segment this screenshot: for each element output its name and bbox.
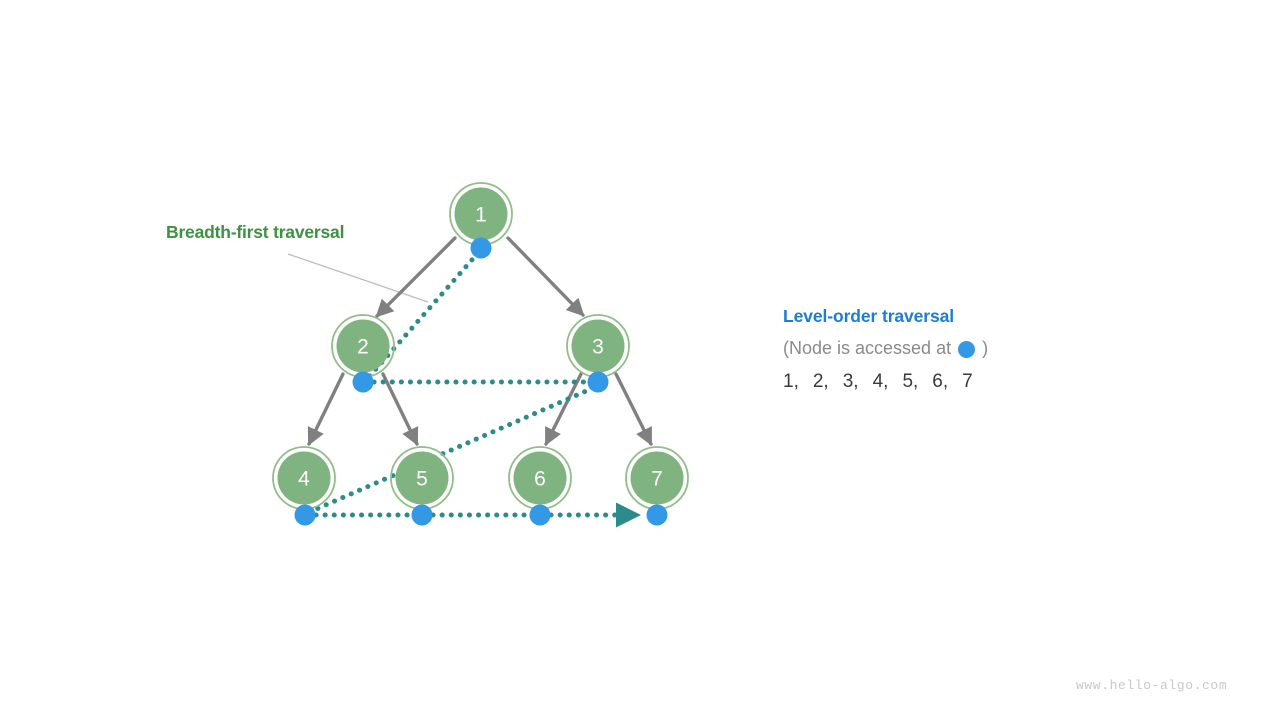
legend-note-suffix: )	[982, 338, 989, 358]
tree-node-6[interactable]: 6	[508, 446, 572, 510]
visit-marker-icon	[958, 341, 976, 358]
tree-node-3[interactable]: 3	[566, 314, 630, 378]
tree-node-7-label: 7	[651, 468, 663, 491]
edge-2-5	[381, 372, 419, 446]
sequence-item: 4,	[872, 371, 889, 392]
edge-1-3	[506, 236, 585, 317]
sequence-item: 5,	[902, 371, 919, 392]
path-3-4	[309, 385, 596, 514]
tree-edges	[307, 236, 653, 446]
sequence-item: 2,	[812, 371, 829, 392]
tree-node-5-label: 5	[416, 468, 428, 491]
visit-dots	[294, 237, 668, 526]
legend-panel: Level-order traversal (Node is accessed …	[783, 306, 1183, 393]
tree-node-3-label: 3	[592, 336, 604, 359]
sequence-item: 3,	[842, 371, 859, 392]
breadth-first-traversal-label: Breadth-first traversal	[166, 222, 345, 242]
tree-nodes: 1 2 3 4 5 6 7	[272, 182, 689, 510]
edge-3-6	[544, 372, 583, 446]
leader-line	[287, 253, 429, 303]
tree-node-1-label: 1	[475, 204, 487, 227]
tree-node-7[interactable]: 7	[625, 446, 689, 510]
sequence-item: 7	[962, 371, 973, 392]
edge-3-7	[614, 372, 653, 446]
visit-dot-6	[529, 504, 551, 526]
legend-note: (Node is accessed at )	[783, 338, 1183, 359]
tree-node-5[interactable]: 5	[390, 446, 454, 510]
tree-node-2-label: 2	[357, 336, 369, 359]
edge-2-4	[307, 372, 345, 446]
sequence-item: 6,	[932, 371, 949, 392]
tree-node-6-label: 6	[534, 468, 546, 491]
legend-note-prefix: (Node is accessed at	[783, 338, 952, 358]
tree-node-1[interactable]: 1	[449, 182, 513, 246]
edge-1-2	[375, 236, 457, 318]
sequence-item: 1,	[783, 371, 799, 392]
visit-dot-2	[352, 371, 374, 393]
visit-dot-3	[587, 371, 609, 393]
visit-dot-1	[470, 237, 492, 259]
visit-dot-4	[294, 504, 316, 526]
visit-dot-5	[411, 504, 433, 526]
tree-node-4[interactable]: 4	[272, 446, 336, 510]
legend-title: Level-order traversal	[783, 306, 955, 326]
traversal-sequence: 1, 2, 3, 4, 5, 6, 7	[783, 371, 1183, 393]
tree-node-4-label: 4	[298, 468, 310, 491]
site-watermark: www.hello-algo.com	[1076, 678, 1228, 693]
tree-node-2[interactable]: 2	[331, 314, 395, 378]
visit-dot-7	[646, 504, 668, 526]
